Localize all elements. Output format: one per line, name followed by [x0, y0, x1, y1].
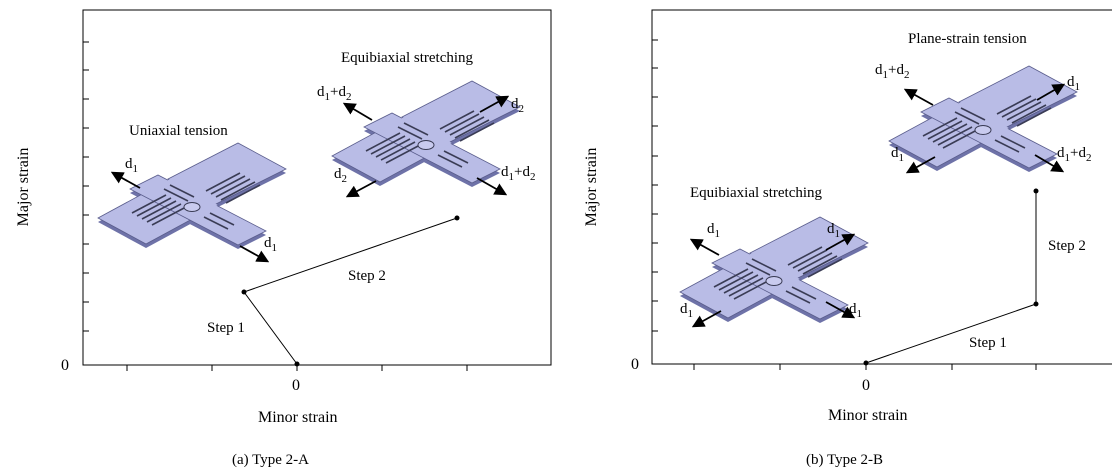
step-1-label: Step 1 [207, 320, 245, 336]
load-arrow [689, 238, 720, 256]
cruciform-specimen [331, 80, 521, 188]
load-arrow [479, 95, 510, 113]
arrow-label: d1+d2 [501, 164, 535, 183]
arrow-label: d1+d2 [875, 62, 909, 81]
load-arrow [239, 245, 270, 263]
y-zero-label: 0 [631, 356, 639, 373]
y-ticks-b [652, 39, 658, 332]
caption-b: (b) Type 2-B [806, 452, 883, 468]
load-arrow [345, 180, 377, 198]
step-2-label: Step 2 [348, 268, 386, 284]
x-zero-label: 0 [862, 377, 870, 394]
y-zero-label: 0 [61, 357, 69, 374]
caption-a: (a) Type 2-A [232, 452, 309, 468]
plot-frame-b [651, 9, 1112, 365]
y-ticks-a [83, 41, 89, 332]
strain-path-a [243, 217, 458, 365]
step-2-label: Step 2 [1048, 238, 1086, 254]
load-arrow [903, 88, 934, 106]
strain-path-b [865, 191, 1037, 364]
arrow-label: d2 [334, 166, 347, 185]
y-axis-label: Major strain [15, 148, 32, 227]
arrow-label: d1+d2 [1057, 145, 1091, 164]
state-2-title: Plane-strain tension [908, 31, 1027, 47]
x-axis-label: Minor strain [828, 407, 908, 424]
path-point [1033, 301, 1039, 307]
load-arrow [476, 177, 508, 196]
arrow-label: d1 [125, 156, 138, 175]
arrow-label: d1+d2 [317, 84, 351, 103]
panel-b: 0 0 Minor strain Major strain (b) Type 2… [583, 9, 1112, 468]
load-arrow [905, 156, 936, 174]
load-arrow [691, 310, 722, 328]
path-point [863, 360, 869, 366]
x-axis-label: Minor strain [258, 409, 338, 426]
state-1-title: Uniaxial tension [129, 123, 228, 139]
plot-frame-a [82, 9, 552, 366]
path-point [1033, 188, 1039, 194]
step-1-label: Step 1 [969, 335, 1007, 351]
load-arrow [342, 102, 373, 121]
panel-a: 0 0 Minor strain Major strain (a) Type 2… [15, 9, 552, 468]
state-1-title: Equibiaxial stretching [690, 185, 823, 201]
arrow-label: d1 [680, 301, 693, 320]
x-ticks-a [126, 365, 468, 371]
path-point [241, 289, 247, 295]
x-zero-label: 0 [292, 377, 300, 394]
path-point [294, 361, 300, 367]
cruciform-specimen [888, 65, 1078, 173]
arrow-label: d1 [707, 221, 720, 240]
load-arrow [825, 301, 856, 319]
path-point [454, 215, 460, 221]
state-2-title: Equibiaxial stretching [341, 50, 474, 66]
load-arrow [825, 233, 856, 251]
load-arrow [110, 171, 141, 189]
arrow-label: d1 [849, 301, 862, 320]
load-arrow [1034, 154, 1065, 173]
y-axis-label: Major strain [583, 148, 600, 227]
arrow-label: d1 [264, 235, 277, 254]
load-arrow [1036, 83, 1066, 101]
